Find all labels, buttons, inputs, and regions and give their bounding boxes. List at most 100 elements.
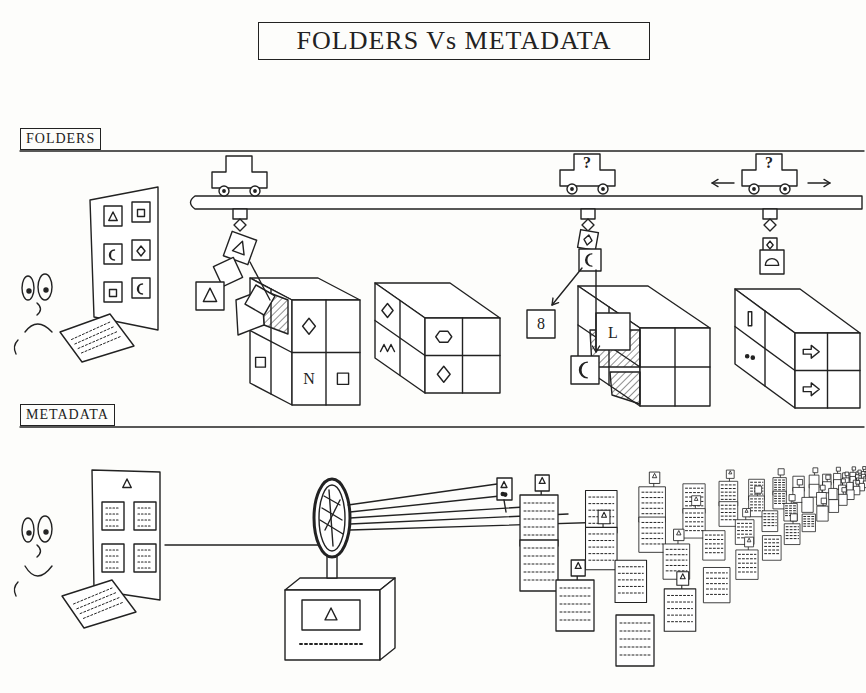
page-outline: [802, 497, 813, 512]
page-outline: [865, 471, 866, 476]
triangle-symbol: [748, 539, 751, 542]
diamond-symbol: [583, 234, 593, 245]
cart-arm: [581, 209, 595, 219]
page-text: [706, 572, 727, 573]
metadata-tag: [674, 529, 684, 540]
page-text: [765, 539, 780, 540]
page-text: [686, 513, 703, 514]
cart-wheel: [219, 186, 229, 196]
metadata-tag: [650, 472, 660, 483]
triangle-symbol: [232, 239, 248, 255]
arrow-head: [552, 298, 559, 305]
keyboard-keys: [81, 336, 120, 353]
page-text: [618, 566, 643, 567]
document-page: [704, 567, 730, 602]
card-outline: [196, 282, 224, 310]
page-outline: [829, 488, 837, 499]
keyboard-keys: [80, 598, 119, 614]
document-card: [760, 250, 784, 274]
arrow-head: [824, 179, 830, 186]
magnifier-stem: [327, 556, 337, 578]
page-text: [738, 572, 755, 573]
wheel-hub: [223, 190, 225, 192]
page-outline: [854, 486, 860, 494]
page-text: [751, 498, 763, 499]
document-page: [847, 490, 854, 500]
triangle-symbol: [653, 474, 657, 478]
metadata-tag: [865, 472, 866, 475]
keyboard-keys: [83, 602, 122, 618]
page-text: [560, 588, 590, 589]
page-outline: [839, 494, 847, 505]
page-text: [786, 508, 797, 509]
page-text: [524, 535, 554, 536]
cabinet-front: [640, 328, 710, 406]
page-text: [686, 517, 703, 518]
result-dots: [138, 549, 152, 550]
pupil: [44, 530, 48, 534]
lens-hatch: [325, 500, 340, 530]
screen-result: [134, 502, 156, 530]
arrow-symbol: [803, 383, 819, 396]
screen-folder: [132, 202, 150, 222]
magnifier-lens: [319, 485, 345, 551]
screen-folder: [104, 206, 122, 226]
cabinet-front: [292, 300, 360, 405]
cart-body: [742, 154, 797, 186]
document-card: [578, 230, 599, 251]
page-text: [705, 548, 722, 549]
page-text: [524, 580, 554, 581]
page-text: [738, 530, 753, 531]
page-text: [804, 523, 815, 524]
connection-line: [165, 544, 318, 545]
document-page: [839, 479, 846, 495]
metadata-tag: [571, 560, 585, 576]
page-text: [764, 519, 776, 520]
metadata-tag: [852, 467, 855, 470]
page-text: [668, 602, 693, 603]
page-text: [804, 518, 815, 519]
dot-symbol: [504, 493, 507, 496]
document-page: [854, 475, 859, 488]
screen-folder: [132, 278, 150, 298]
search-box-top: [285, 578, 395, 590]
page-text: [686, 530, 703, 531]
drawer-divider: [425, 355, 500, 356]
page-outline: [817, 506, 828, 521]
page-text: [786, 526, 798, 527]
drawer-divider: [292, 352, 360, 353]
arrow-head: [592, 346, 599, 352]
wheel-hub: [753, 188, 755, 190]
page-text: [705, 535, 722, 536]
document-page: [719, 470, 737, 506]
page-text: [666, 565, 687, 566]
document-page: [736, 537, 758, 579]
page-text: [524, 564, 554, 565]
computer-screen: [90, 187, 158, 330]
page-text: [764, 513, 776, 514]
cabinet-front: [425, 318, 500, 393]
page-text: [764, 522, 776, 523]
drawer-divider: [399, 301, 400, 376]
metadata-tag: [845, 472, 848, 476]
dot-symbol: [751, 356, 754, 359]
page-outline: [616, 615, 654, 666]
metadata-tag: [692, 496, 701, 506]
page-text: [666, 570, 687, 571]
page-text: [751, 504, 763, 505]
screen-result: [102, 502, 124, 530]
cabinet-side: [735, 289, 795, 408]
metadata-tag: [779, 469, 785, 475]
page-text: [642, 533, 663, 534]
page-text: [738, 523, 753, 524]
cart-arm: [763, 209, 777, 219]
page-text: [738, 567, 755, 568]
page-text: [721, 512, 736, 513]
page-text: [668, 608, 693, 609]
page-text: [686, 526, 703, 527]
document-page: [802, 497, 813, 512]
half-circle-symbol: [765, 259, 778, 266]
metadata-tag: [743, 508, 750, 516]
page-text: [721, 505, 736, 506]
drop-line: [250, 262, 270, 300]
